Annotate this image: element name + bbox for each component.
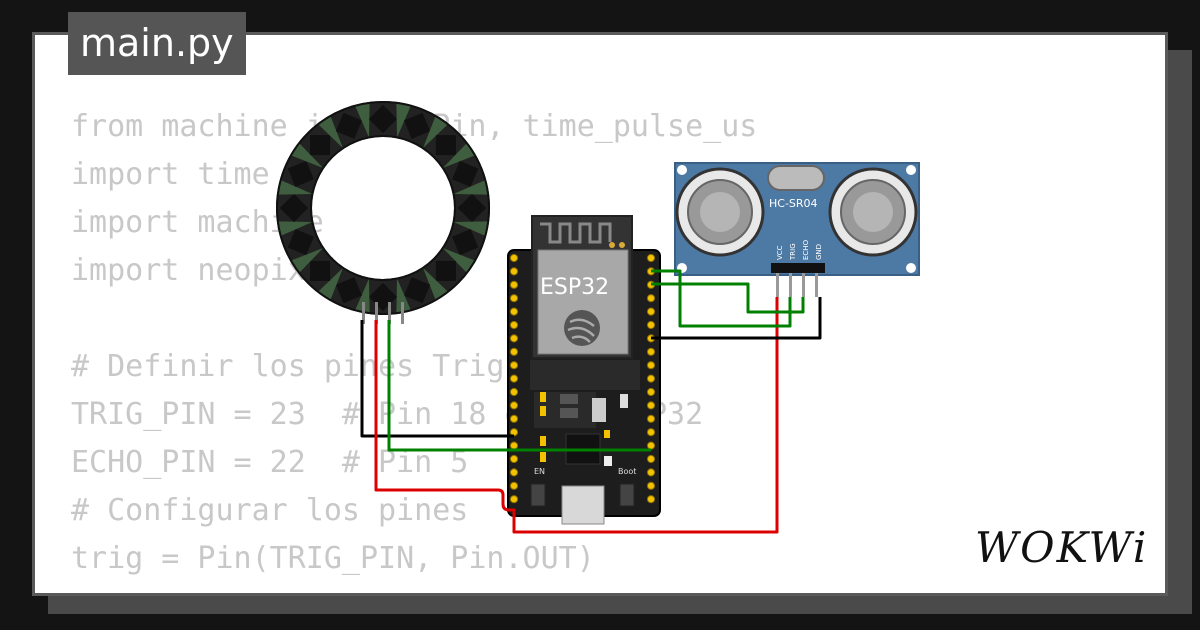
header-pin[interactable] (646, 401, 656, 410)
header-pin[interactable] (646, 428, 656, 437)
header-pin[interactable] (646, 320, 656, 330)
boot-button[interactable] (619, 483, 635, 507)
wire-ring-vcc (374, 297, 779, 534)
neopixel-led (310, 135, 331, 156)
header-pin[interactable] (646, 481, 656, 490)
header-pin[interactable] (509, 387, 519, 397)
wire-ring-data (387, 320, 651, 452)
neopixel-led-divider (277, 221, 313, 236)
neopixel-led (452, 229, 479, 256)
en-button[interactable] (530, 483, 546, 507)
header-pin[interactable] (509, 347, 519, 356)
neopixel-led-divider (277, 180, 313, 195)
neopixel-led (287, 229, 314, 256)
esp32-label: ESP32 (540, 275, 609, 300)
neopixel-leds (277, 102, 489, 314)
header-pin[interactable] (509, 294, 519, 303)
neopixel-led-divider (423, 115, 448, 149)
usb-port (561, 485, 605, 525)
neopixel-led-divider (396, 102, 411, 138)
header-pin[interactable] (509, 441, 519, 450)
header-pin[interactable] (509, 307, 519, 316)
neopixel-led-divider (290, 248, 324, 273)
neopixel-led (435, 260, 456, 281)
pin-label-vcc: VCC (776, 245, 784, 260)
neopixel-led (287, 160, 314, 187)
pin-label-gnd: GND (815, 244, 823, 260)
neopixel-led-divider (423, 267, 448, 301)
code-line: import time (71, 157, 270, 192)
esp32-board[interactable]: ESP32 EN Boot (507, 215, 661, 525)
header-pin[interactable] (509, 267, 519, 276)
neopixel-led-divider (453, 221, 489, 236)
sensor-label: HC-SR04 (769, 197, 818, 210)
code-line: echo = Pin(ECHO_PIN, Pin.IN) (71, 583, 757, 593)
header-pin[interactable] (509, 454, 519, 464)
wire-trig (651, 269, 792, 328)
espressif-logo-icon (564, 310, 600, 346)
wires (360, 269, 822, 534)
header-pin[interactable] (646, 454, 656, 464)
header-pin[interactable] (646, 441, 656, 450)
header-pin[interactable] (646, 387, 656, 397)
header-pin[interactable] (646, 468, 656, 477)
neopixel-ring[interactable] (276, 101, 490, 324)
header-pin[interactable] (646, 361, 656, 370)
neopixel-led (335, 277, 362, 304)
en-button-label: EN (534, 467, 545, 476)
ultrasonic-transducer-left (675, 167, 765, 257)
header-pin[interactable] (509, 481, 519, 490)
header-pin[interactable] (646, 414, 656, 423)
wire-ring-gnd (360, 320, 514, 438)
header-pin[interactable] (509, 495, 519, 504)
header-pin[interactable] (509, 320, 519, 330)
header-pins (509, 253, 656, 504)
neopixel-led-divider (453, 180, 489, 195)
neopixel-led-divider (355, 102, 370, 138)
neopixel-led-divider (290, 143, 324, 168)
pin-label-trig: TRIG (789, 243, 797, 261)
ultrasonic-transducer-right (828, 167, 918, 257)
neopixel-led (452, 160, 479, 187)
pin-label-echo: ECHO (802, 239, 810, 260)
header-pin[interactable] (646, 374, 656, 383)
neopixel-led (404, 112, 431, 139)
neopixel-led-divider (318, 267, 343, 301)
neopixel-led (435, 135, 456, 156)
header-pin[interactable] (509, 468, 519, 477)
header-pin[interactable] (509, 361, 519, 370)
header-pin[interactable] (646, 294, 656, 303)
wokwi-logo: WOKWi (975, 523, 1149, 572)
header-pin[interactable] (646, 253, 656, 263)
header-pin[interactable] (646, 307, 656, 316)
neopixel-led-divider (355, 278, 370, 314)
neopixel-led-divider (442, 248, 476, 273)
neopixel-led-divider (396, 278, 411, 314)
code-line: # Configurar los pines (71, 493, 469, 528)
neopixel-led (335, 112, 362, 139)
header-pin[interactable] (509, 401, 519, 410)
file-tab[interactable]: main.py (68, 12, 246, 75)
neopixel-led-divider (442, 143, 476, 168)
boot-button-label: Boot (618, 467, 636, 476)
neopixel-led (404, 277, 431, 304)
wire-echo (651, 282, 805, 314)
wire-gnd (651, 297, 822, 340)
code-line: trig = Pin(TRIG_PIN, Pin.OUT) (71, 541, 595, 576)
header-pin[interactable] (646, 347, 656, 356)
header-pin[interactable] (646, 495, 656, 504)
header-pin[interactable] (509, 414, 519, 423)
header-pin[interactable] (509, 334, 519, 343)
hc-sr04-sensor[interactable]: HC-SR04 VCC TRIG ECHO GND (674, 162, 920, 297)
header-pin[interactable] (509, 253, 519, 263)
neopixel-led-divider (318, 115, 343, 149)
neopixel-led (310, 260, 331, 281)
header-pin[interactable] (509, 374, 519, 383)
header-pin[interactable] (509, 280, 519, 289)
